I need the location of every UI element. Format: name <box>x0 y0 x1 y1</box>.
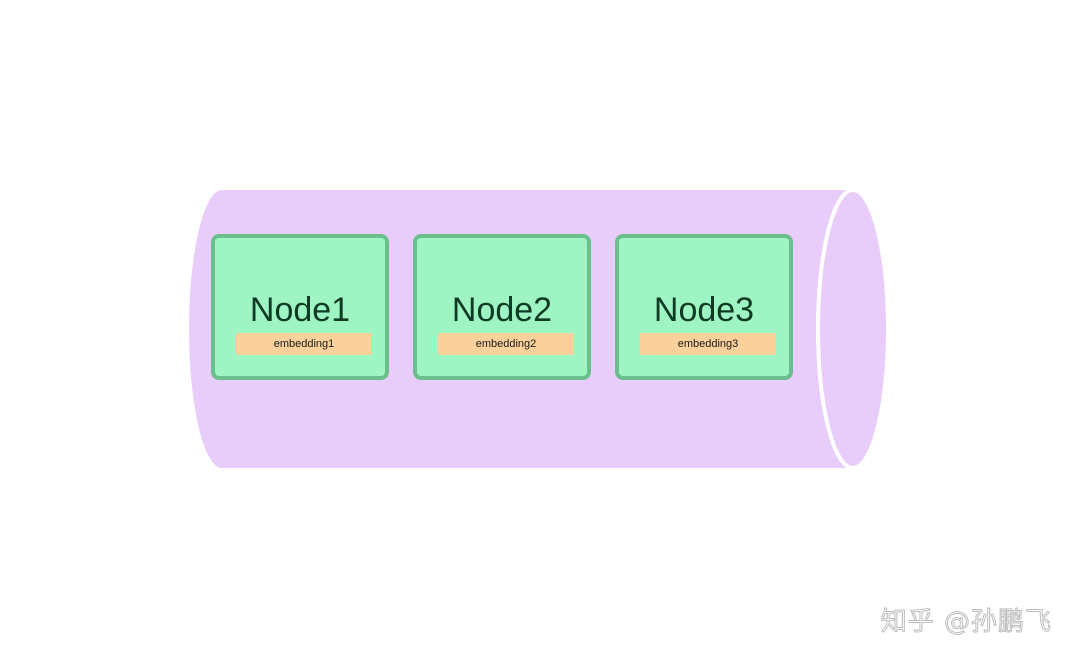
node-card-2: Node2 embedding2 <box>413 234 591 380</box>
embedding-tag: embedding3 <box>640 333 776 355</box>
node-title: Node1 <box>249 291 351 329</box>
node-title: Node2 <box>451 291 553 329</box>
zhihu-watermark: 知乎 @孙鹏飞 <box>880 607 1052 638</box>
node-card-3: Node3 embedding3 <box>615 234 793 380</box>
node-title: Node3 <box>653 291 755 329</box>
node-card-1: Node1 embedding1 <box>211 234 389 380</box>
embedding-tag: embedding2 <box>438 333 574 355</box>
cylinder-end-cap <box>816 188 890 470</box>
embedding-tag: embedding1 <box>236 333 372 355</box>
